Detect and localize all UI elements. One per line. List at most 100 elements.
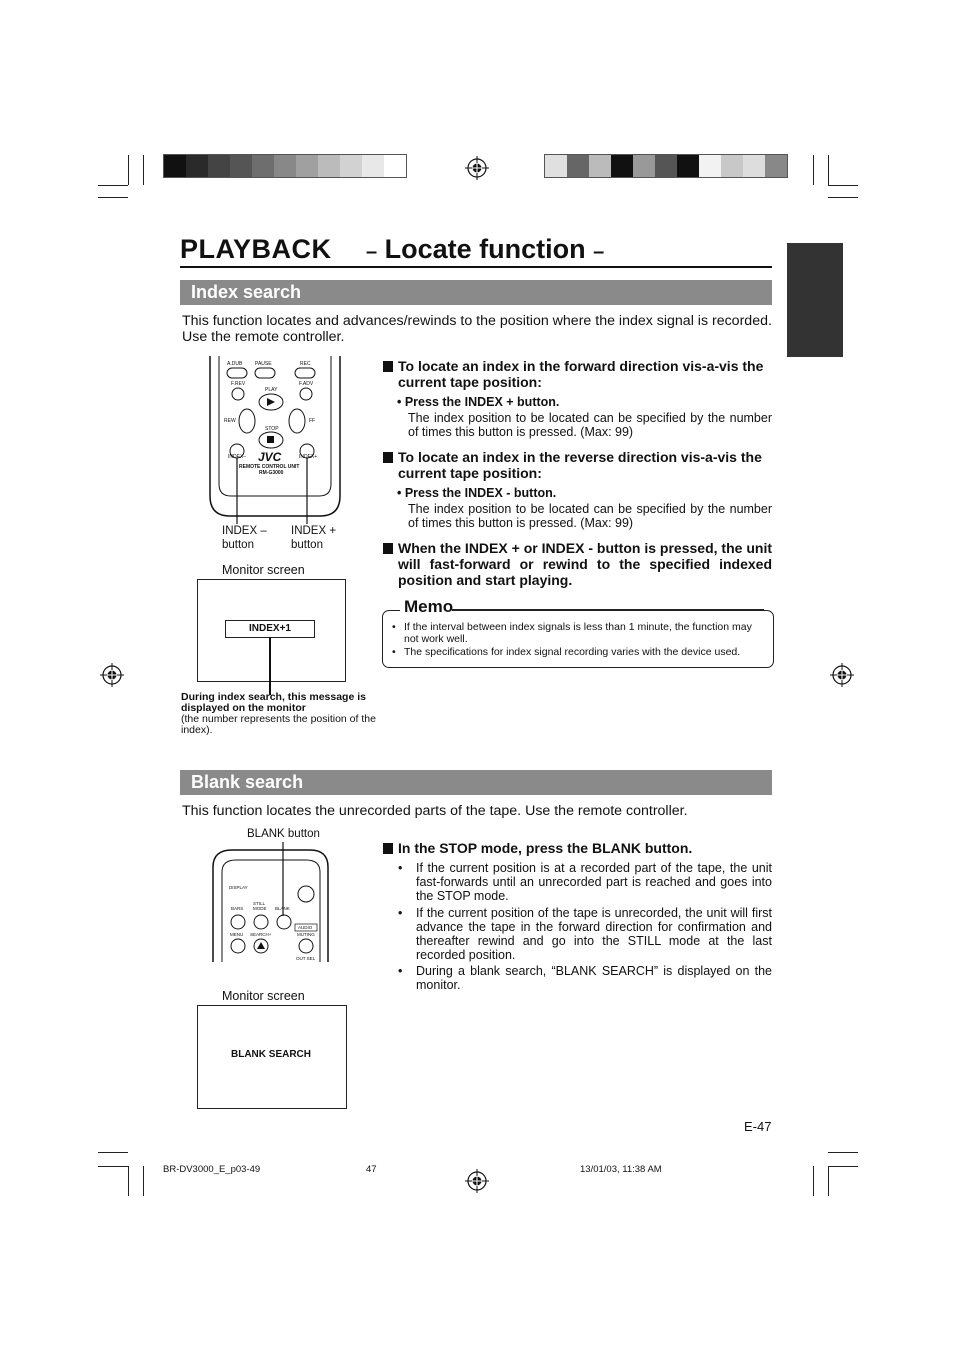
remote-label-fadv: F.ADV [299,381,314,387]
calibration-swatch [743,155,765,177]
section-heading-index-search: Index search [180,280,772,305]
instruction-reverse-note: The index position to be located can be … [408,502,772,530]
crop-mark [828,155,829,185]
blank-bullet: •During a blank search, “BLANK SEARCH” i… [398,964,772,992]
callout-line [269,637,271,695]
remote-label-search: SEARCH+ [250,932,272,937]
instruction-forward-note: The index position to be located can be … [408,411,772,439]
monitor-screen [197,579,346,682]
calibration-swatch [765,155,787,177]
remote-label-still-mode: STILL MODE [253,901,267,911]
remote-label-index-minus: INDEX– [228,454,247,460]
remote-label-rec: REC [300,361,311,367]
crop-mark [143,1166,144,1196]
calibration-swatch [252,155,274,177]
blank-bullet: •If the current position is at a recorde… [398,861,772,903]
remote-model-label: RM-G3000 [259,470,284,476]
index-osd-message: INDEX+1 [225,620,315,638]
calibration-swatch [655,155,677,177]
calibration-swatch [318,155,340,177]
index-search-intro: This function locates and advances/rewin… [182,313,772,345]
calibration-swatch [611,155,633,177]
crop-mark [98,1152,128,1153]
remote-label-menu: MENU [230,932,244,937]
crop-mark [98,197,128,198]
calibration-swatch [340,155,362,177]
calibration-bar-left [163,154,407,178]
crop-mark [813,1166,814,1196]
crop-mark [128,1166,129,1196]
crop-mark [98,185,128,186]
remote-label-rew: REW [224,418,236,424]
monitor-screen-label: Monitor screen [222,989,305,1003]
calibration-swatch [164,155,186,177]
memo-box [382,610,774,668]
page-number: E-47 [744,1119,772,1134]
calibration-swatch [677,155,699,177]
memo-rule [452,609,764,611]
remote-label-ff: FF [309,418,316,424]
remote-label-audio: AUDIO [298,925,313,930]
instruction-forward: To locate an index in the forward direct… [383,358,773,390]
crop-mark [828,1152,858,1153]
remote-label-play: PLAY [265,387,278,393]
page-subtitle: – Locate function – [366,234,605,264]
remote-label-adub: A.DUB [227,361,243,367]
title-rule [180,266,772,268]
registration-mark-icon [100,663,124,687]
index-minus-callout: INDEX – button [222,525,267,551]
monitor-screen [197,1005,347,1109]
calibration-swatch [186,155,208,177]
calibration-swatch [699,155,721,177]
remote-label-muting: MUTING [297,932,315,937]
crop-mark [143,155,144,185]
blank-step: In the STOP mode, press the BLANK button… [383,840,773,856]
blank-search-intro: This function locates the unrecorded par… [182,803,688,819]
memo-item: •If the interval between index signals i… [392,621,752,645]
footer-date: 13/01/03, 11:38 AM [580,1164,662,1175]
calibration-swatch [362,155,384,177]
registration-mark-icon [465,156,489,180]
remote-label-stop: STOP [265,426,279,432]
blank-osd-message: BLANK SEARCH [231,1049,311,1060]
crop-mark [828,1166,829,1196]
remote-label-bars: BARS [231,906,244,911]
calibration-swatch [296,155,318,177]
crop-mark [128,155,129,185]
footer-file: BR-DV3000_E_p03-49 [163,1164,261,1175]
crop-mark [828,185,858,186]
calibration-swatch [274,155,296,177]
crop-mark [813,155,814,185]
remote-control-blank-illustration [212,842,329,962]
remote-label-display: DISPLAY [229,885,248,890]
crop-mark [828,197,858,198]
monitor-screen-label: Monitor screen [222,563,305,577]
section-heading-blank-search: Blank search [180,770,772,795]
blank-bullet: •If the current position of the tape is … [398,906,772,962]
remote-label-blank: BLANK [275,906,290,911]
index-caption: During index search, this message is dis… [181,691,376,736]
calibration-swatch [384,155,406,177]
instruction-reverse-action: • Press the INDEX - button. [397,486,557,500]
memo-item: •The specifications for index signal rec… [392,646,741,658]
page-title: PLAYBACK [180,234,332,264]
remote-control-illustration [209,356,341,524]
remote-label-index-plus: INDEX+ [299,454,318,460]
calibration-bar-right [544,154,788,178]
crop-mark [828,1166,858,1167]
footer-page: 47 [366,1164,377,1175]
registration-mark-icon [830,663,854,687]
calibration-swatch [567,155,589,177]
remote-label-pause: PAUSE [255,361,272,367]
remote-unit-label: REMOTE CONTROL UNIT [239,464,300,470]
memo-title: Memo [400,597,458,617]
side-tab [787,243,843,357]
calibration-swatch [230,155,252,177]
blank-button-callout: BLANK button [247,828,320,840]
index-plus-callout: INDEX + button [291,525,337,551]
instruction-result: When the INDEX + or INDEX - button is pr… [383,540,773,588]
calibration-swatch [545,155,567,177]
instruction-reverse: To locate an index in the reverse direct… [383,449,773,481]
calibration-swatch [208,155,230,177]
remote-label-frev: F.REV [231,381,246,387]
